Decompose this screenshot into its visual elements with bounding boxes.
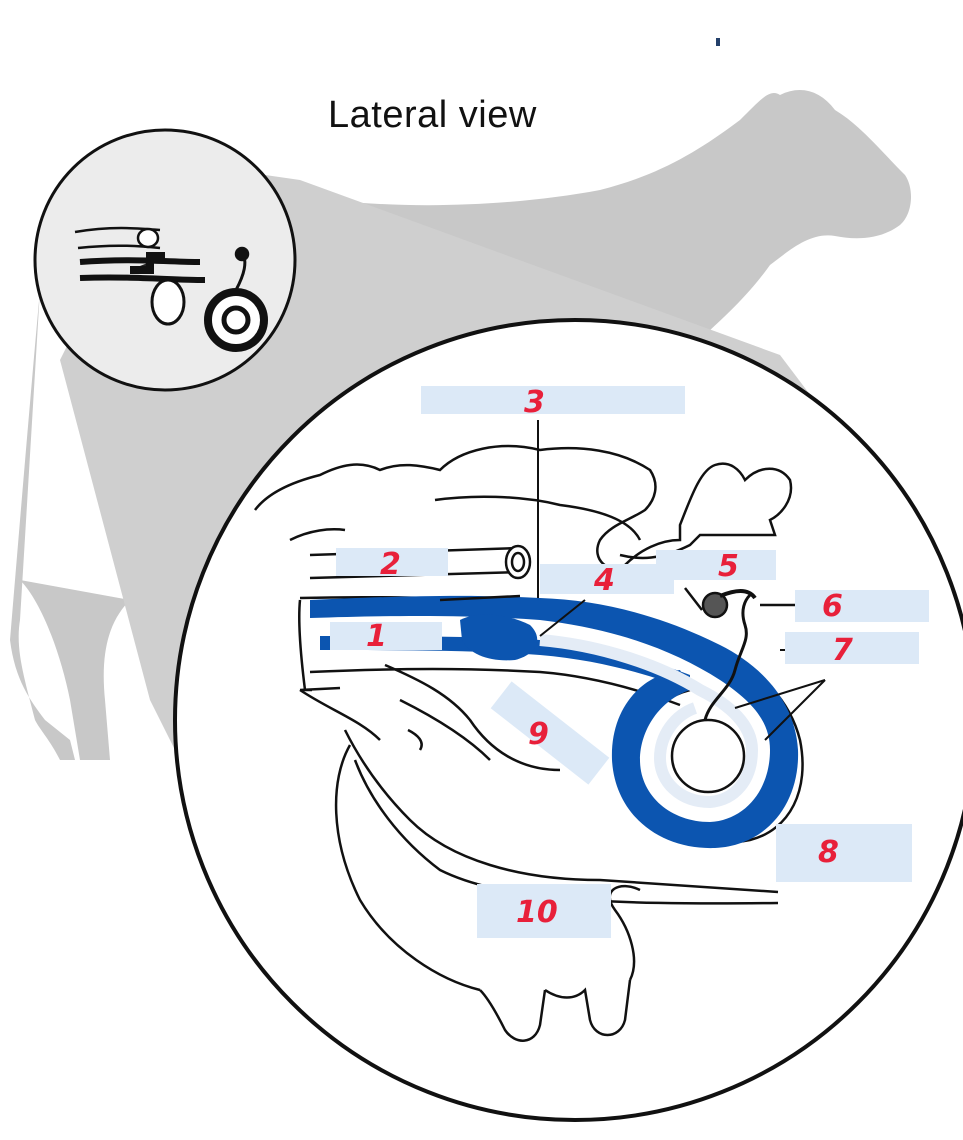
label-6: 6	[822, 589, 843, 624]
label-5: 5	[718, 549, 739, 584]
label-box-5[interactable]	[656, 550, 776, 580]
label-box-3[interactable]	[421, 386, 685, 414]
label-box-6[interactable]	[795, 590, 929, 622]
label-10: 10	[516, 895, 558, 930]
cow-silhouette	[10, 90, 912, 760]
label-7: 7	[832, 633, 853, 668]
label-4: 4	[594, 563, 615, 598]
leader-lines	[537, 420, 826, 741]
label-8: 8	[818, 835, 839, 870]
main-circle	[173, 318, 963, 1122]
label-box-7[interactable]	[785, 632, 919, 664]
label-3: 3	[524, 385, 545, 420]
inset-tract	[74, 226, 268, 352]
lower-organs	[298, 594, 779, 1042]
label-9: 9	[528, 717, 549, 752]
label-2: 2	[380, 547, 401, 582]
diagram-title: Lateral view	[328, 94, 537, 136]
oviduct-ovary	[684, 587, 800, 721]
cow-legs	[20, 580, 130, 760]
label-box-8[interactable]	[776, 824, 912, 882]
pelvis-vertebrae	[254, 444, 793, 570]
label-box-4[interactable]	[540, 564, 674, 594]
label-box-10[interactable]	[477, 884, 611, 938]
label-box-2[interactable]	[336, 548, 448, 576]
small-mark	[716, 38, 720, 46]
label-1: 1	[366, 619, 387, 654]
label-box-1[interactable]	[330, 622, 442, 650]
